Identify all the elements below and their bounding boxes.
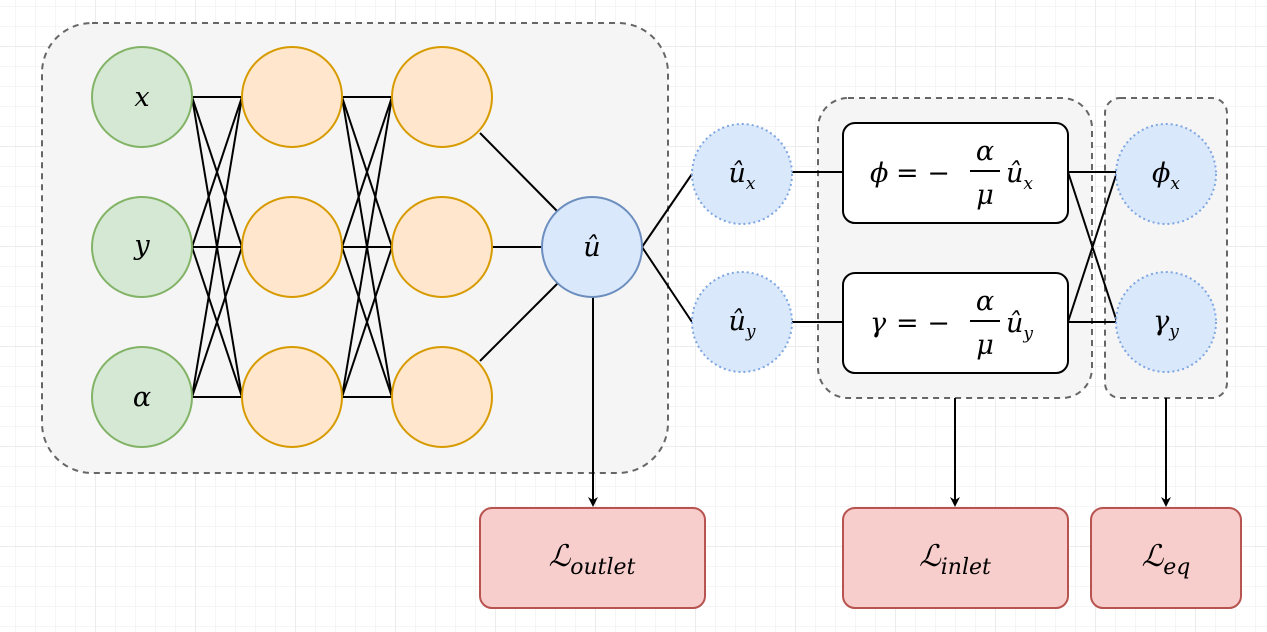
svg-text:ûy: ûy (1006, 308, 1033, 344)
eq-phi-lhs: ϕ (870, 158, 888, 189)
connections-equations-derivatives (1067, 171, 1118, 323)
svg-text:ℒoutlet: ℒoutlet (549, 539, 636, 580)
deriv-node-gamma-y: γy (1115, 271, 1217, 373)
connections-output-derivatives (641, 173, 693, 323)
connections-input-hidden1 (191, 96, 243, 398)
svg-text:ûx: ûx (1006, 158, 1033, 194)
connections-derivatives-equations (792, 171, 843, 323)
output-label-u: û (583, 232, 600, 263)
gamma-y-base: γ (1153, 306, 1170, 337)
deriv-uy-base: û (729, 306, 746, 337)
deriv-ux-base: û (729, 158, 746, 189)
gamma-y-sub: y (1168, 322, 1179, 342)
loss-eq-base: ℒ (1142, 539, 1165, 574)
eq-gamma-op: = − (896, 308, 950, 339)
connections-hidden1-hidden2 (341, 96, 393, 398)
loss-box-inlet: ℒinlet (842, 507, 1069, 609)
svg-text:ûx: ûx (729, 158, 756, 194)
loss-outlet-base: ℒ (549, 539, 572, 574)
eq-phi-den: μ (976, 180, 994, 211)
hidden1-node-3 (241, 346, 343, 448)
eq-phi-sub: x (1023, 174, 1033, 194)
eq-phi-num: α (976, 136, 994, 167)
hidden1-node-2 (241, 196, 343, 298)
input-label-x: x (134, 82, 149, 113)
svg-text:ϕx: ϕx (1152, 158, 1180, 194)
connections-hidden2-output (479, 132, 559, 362)
eq-gamma-num: α (976, 286, 994, 317)
phi-x-base: ϕ (1152, 158, 1170, 189)
equation-box-phi: ϕ = − α μ ûx (842, 122, 1069, 224)
output-node-u: û (541, 196, 643, 298)
loss-inlet-base: ℒ (919, 539, 942, 574)
input-label-alpha: α (133, 382, 151, 413)
equation-box-gamma: γ = − α μ ûy (842, 272, 1069, 374)
svg-text:ûy: ûy (729, 306, 756, 342)
eq-phi-op: = − (896, 158, 950, 189)
eq-gamma-var: û (1006, 308, 1023, 339)
input-node-y: y (91, 196, 193, 298)
phi-x-sub: x (1170, 174, 1180, 194)
eq-gamma-sub: y (1022, 324, 1033, 344)
input-node-x: x (91, 46, 193, 148)
loss-box-outlet: ℒoutlet (479, 507, 706, 609)
loss-outlet-sub: outlet (570, 555, 635, 580)
deriv-ux-sub: x (746, 174, 756, 194)
svg-text:ℒinlet: ℒinlet (919, 539, 991, 580)
deriv-node-ux: ûx (691, 123, 793, 225)
loss-inlet-sub: inlet (941, 555, 991, 580)
hidden2-node-1 (391, 46, 493, 148)
eq-gamma-lhs: γ (870, 308, 887, 339)
hidden2-node-2 (391, 196, 493, 298)
svg-text:ℒeq: ℒeq (1142, 539, 1191, 580)
eq-phi-var: û (1006, 158, 1023, 189)
eq-gamma-den: μ (976, 330, 994, 361)
svg-text:γy: γy (1153, 306, 1179, 342)
deriv-uy-sub: y (745, 322, 756, 342)
deriv-node-phi-x: ϕx (1115, 123, 1217, 225)
loss-eq-sub: eq (1163, 555, 1190, 580)
hidden2-node-3 (391, 346, 493, 448)
hidden1-node-1 (241, 46, 343, 148)
input-node-alpha: α (91, 346, 193, 448)
deriv-node-uy: ûy (691, 271, 793, 373)
input-label-y: y (133, 230, 150, 261)
loss-box-eq: ℒeq (1090, 507, 1242, 609)
